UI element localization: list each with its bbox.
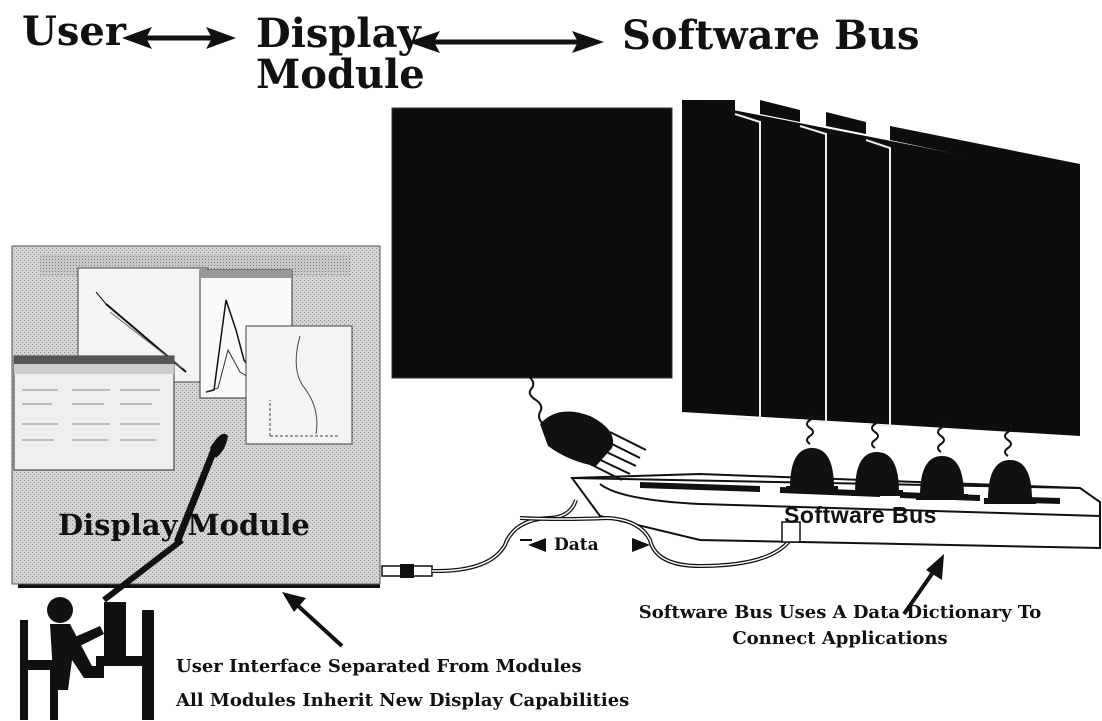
data-cable — [381, 499, 801, 578]
display-label: Display — [256, 10, 421, 57]
application-panel — [391, 107, 673, 379]
bus-connector — [851, 452, 903, 496]
application-panel-stack — [682, 100, 1080, 436]
user-figure-icon — [20, 537, 184, 720]
bus-pointer-arrow — [902, 554, 944, 616]
table-window — [13, 355, 175, 471]
bus-connector — [916, 456, 968, 500]
paint-brush-icon — [174, 433, 228, 544]
ui-caption-line2: All Modules Inherit New Display Capabili… — [176, 690, 630, 711]
bus-caption-line2: Connect Applications — [732, 628, 948, 649]
bus-connector — [984, 460, 1036, 504]
bus-connector — [786, 448, 838, 492]
ui-pointer-arrow — [282, 592, 344, 648]
display-module-panel-label: Display Module — [58, 508, 310, 542]
user-display-arrow — [122, 27, 236, 49]
unplugged-connector — [540, 411, 647, 481]
software-bus-device-label: Software Bus — [784, 502, 937, 528]
plot-window-3 — [245, 325, 353, 445]
software-bus-title: Software Bus — [622, 12, 920, 59]
display-bus-arrow — [408, 31, 604, 53]
module-label: Module — [256, 51, 425, 98]
user-label: User — [22, 8, 126, 55]
data-label: Data — [554, 535, 599, 555]
bus-caption-line1: Software Bus Uses A Data Dictionary To — [638, 602, 1042, 623]
ui-caption-line1: User Interface Separated From Modules — [176, 656, 582, 677]
